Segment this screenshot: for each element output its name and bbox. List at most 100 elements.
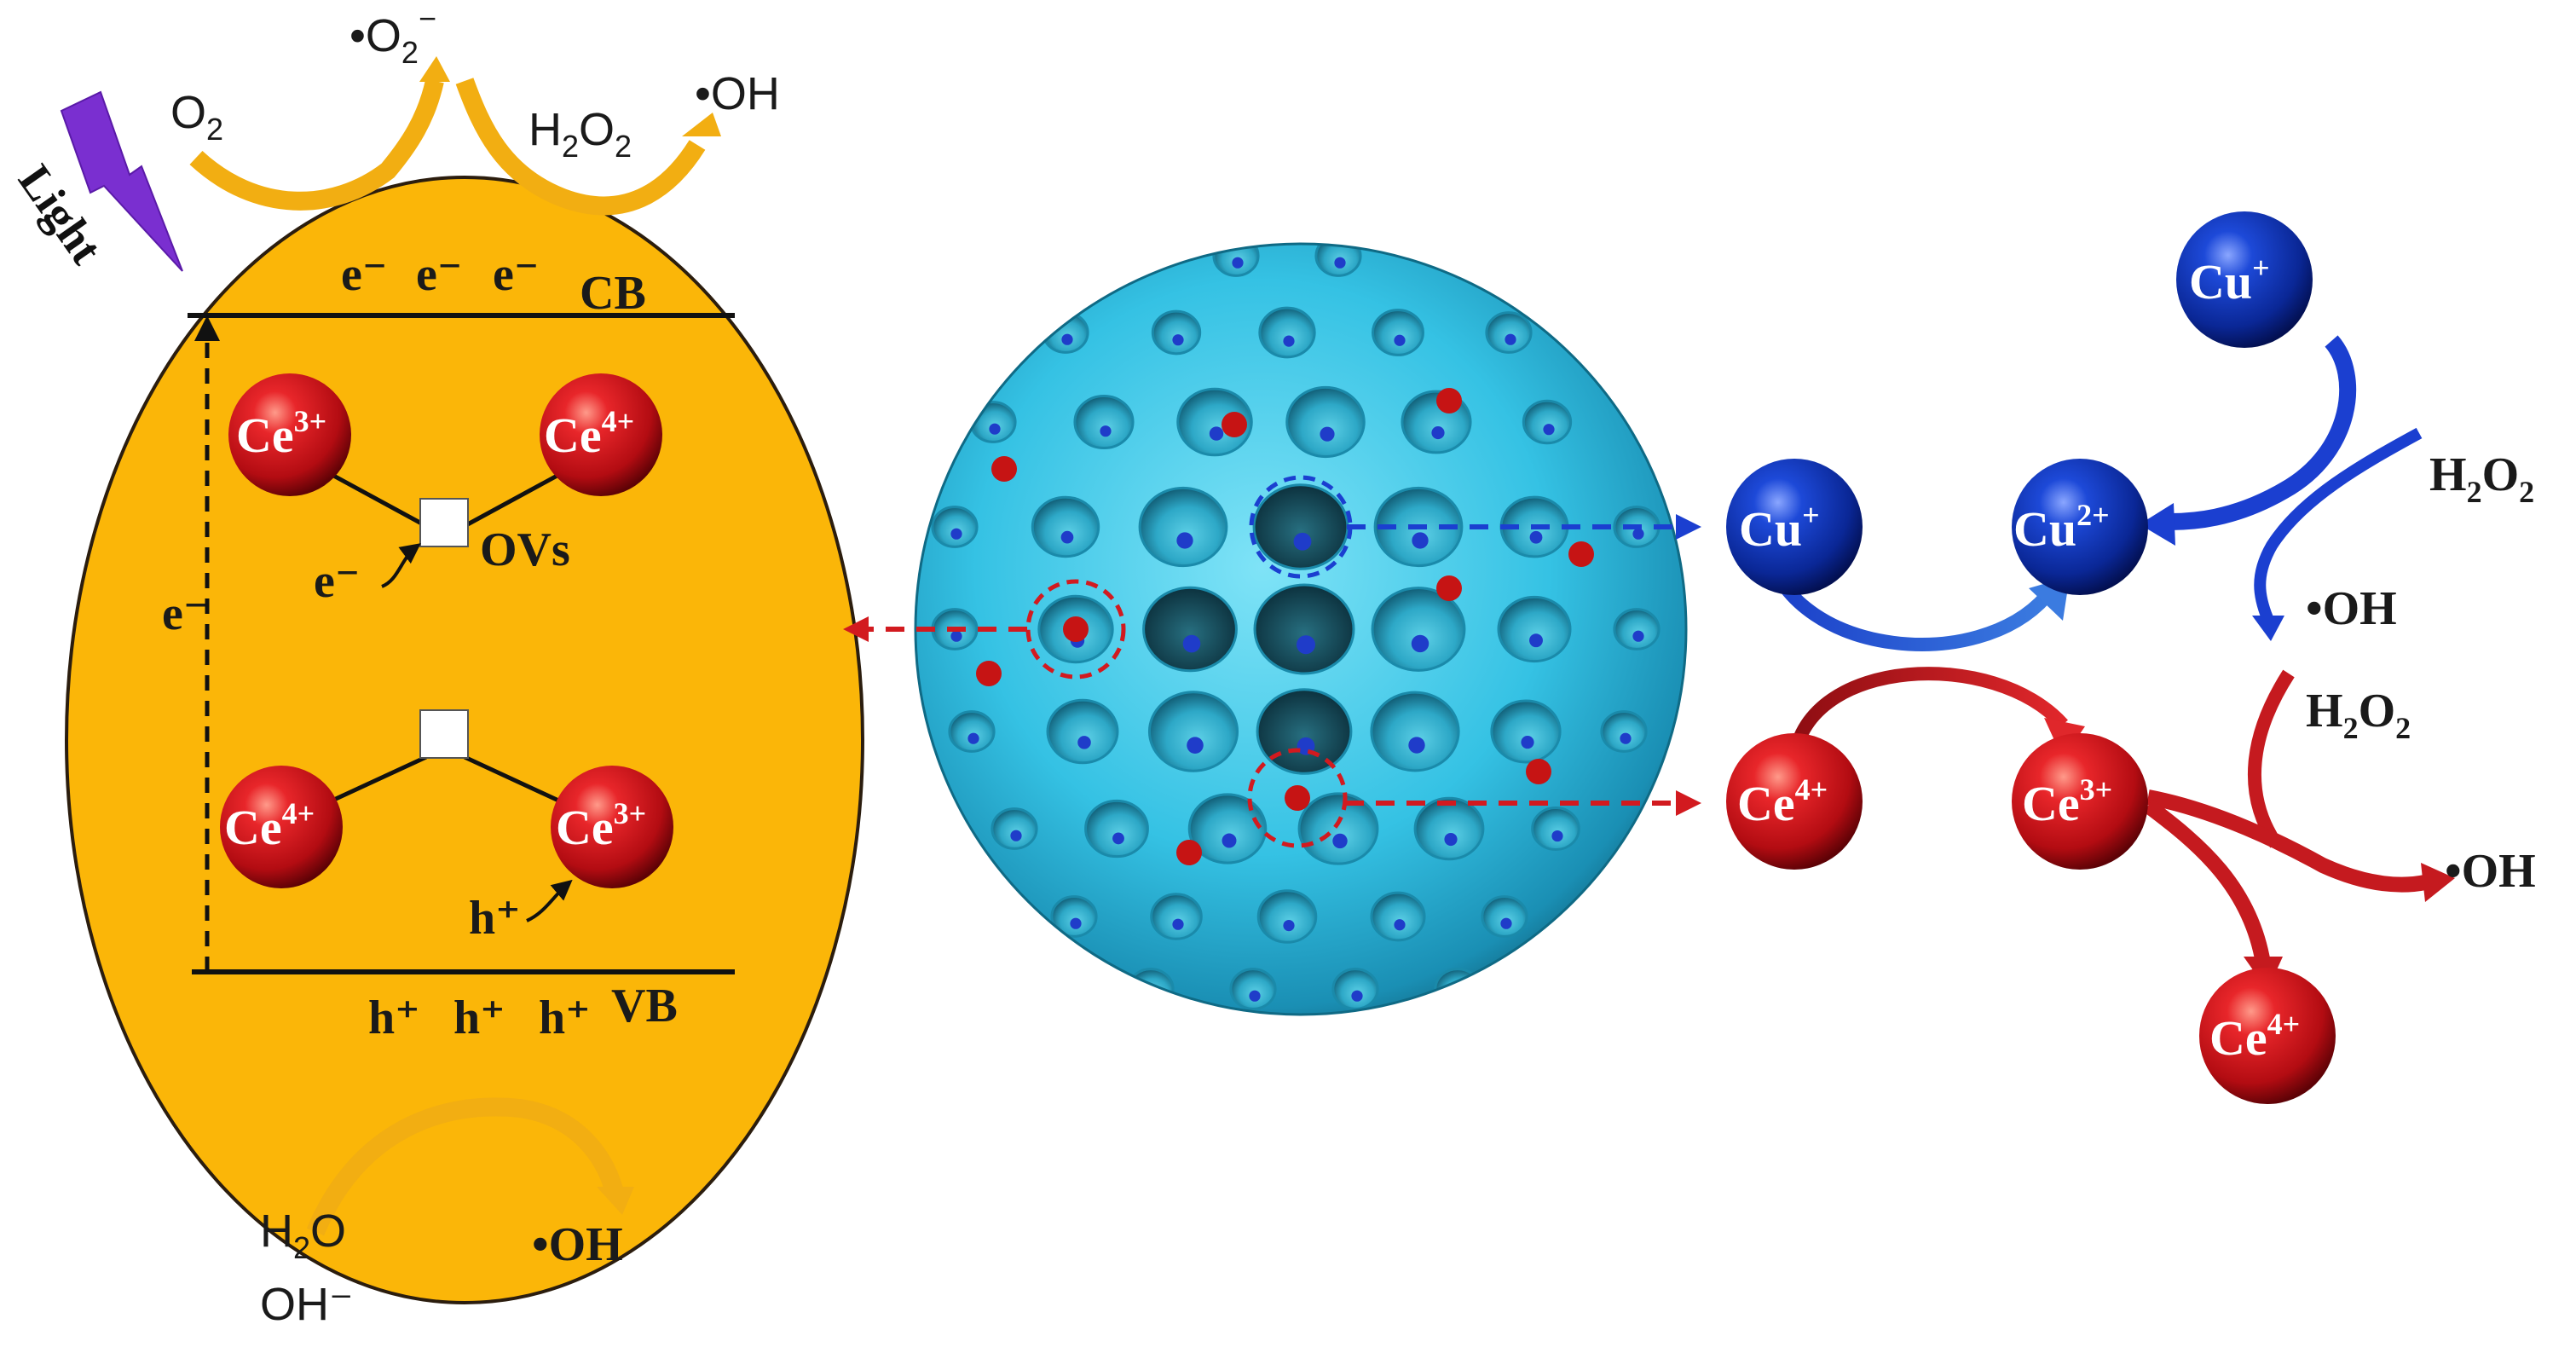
svg-text:Ce4+: Ce4+ <box>1737 772 1828 831</box>
hydroxide-label: OH⁻ <box>260 1279 354 1330</box>
redox-cycle: Cu+ Cu2+ Cu+ Ce4+ Ce3+ Ce4+ H2O2 •OH H2O… <box>1726 211 2536 1104</box>
oh-label-bottom: •OH <box>532 1218 623 1271</box>
cu-dopant-dot <box>1411 634 1430 653</box>
ion-ce4-upper-right: Ce4+ <box>540 373 662 496</box>
electron-trap-arrow <box>381 543 421 588</box>
ce-dopant-dot <box>1526 759 1551 784</box>
cu-dopant-dot <box>1453 990 1465 1002</box>
hole-trap-arrow <box>526 879 573 922</box>
ion-ce4-plus-bottom: Ce4+ <box>2199 968 2336 1104</box>
ovs-label: OVs <box>480 523 570 576</box>
ion-ce3-upper-left: Ce3+ <box>228 373 351 496</box>
reduction-arrow <box>189 78 444 211</box>
cu-dopant-dot <box>1408 737 1425 754</box>
pore <box>1297 792 1379 865</box>
cu-dopant-dot <box>1505 333 1516 345</box>
excitation-label: e⁻ <box>162 587 208 640</box>
pore <box>1285 385 1366 459</box>
svg-text:Ce3+: Ce3+ <box>556 796 646 855</box>
cu-dopant-dot <box>950 528 962 540</box>
pore <box>931 506 979 548</box>
reduction-arrowhead <box>419 56 450 82</box>
ion-ce4-plus-left: Ce4+ <box>1726 733 1863 870</box>
vb-hole: h⁺ <box>368 992 420 1044</box>
pore <box>1600 710 1648 753</box>
h2o2-to-oh-blue-arrowhead <box>2252 616 2284 641</box>
ion-ce3-lower-right: Ce3+ <box>551 766 673 888</box>
pore <box>1050 895 1098 938</box>
pore <box>1331 968 1379 1010</box>
ce-site-highlight-left <box>1025 579 1126 679</box>
cu-dopant-dot <box>1222 833 1237 848</box>
h2o2-arrowhead <box>682 113 721 136</box>
cu-dopant-dot <box>1249 990 1261 1002</box>
svg-text:Ce3+: Ce3+ <box>2022 772 2112 831</box>
pore <box>1485 311 1533 354</box>
svg-text:Ce4+: Ce4+ <box>2209 1007 2300 1066</box>
pore-array <box>931 244 1661 1010</box>
cu-dopant-dot <box>1172 918 1184 930</box>
pore <box>1046 698 1119 765</box>
ce-dopant-dot <box>1285 785 1310 811</box>
pore <box>1371 587 1466 672</box>
cb-label: CB <box>580 267 646 320</box>
oh-label-right: •OH <box>2445 845 2536 898</box>
pore <box>1413 796 1485 861</box>
cu-dopant-dot <box>1172 334 1184 346</box>
cu-dopant-dot <box>1010 830 1022 841</box>
pore <box>1084 799 1149 859</box>
h2o-label: H2O <box>260 1206 346 1265</box>
ce-dopant-dot <box>1436 575 1462 601</box>
svg-text:Cu2+: Cu2+ <box>2013 498 2110 557</box>
h2o2-label-upper: H2O2 <box>2429 448 2534 509</box>
ce-dopant-dot <box>1176 840 1202 865</box>
light-bolt-icon: Light <box>9 90 183 273</box>
o2-label: O2 <box>170 87 223 147</box>
pore <box>1151 309 1202 356</box>
pore <box>1147 691 1239 772</box>
ce-reduction-arrow <box>1788 667 2068 760</box>
vb-hole: h⁺ <box>539 992 591 1044</box>
pore <box>1613 608 1661 650</box>
cu-dopant-dot <box>1334 257 1346 269</box>
cu-dopant-dot <box>1146 990 1158 1002</box>
pore <box>1176 387 1253 457</box>
ce-dopant-dot <box>1568 541 1594 567</box>
cu-dopant-dot <box>1209 426 1224 441</box>
pore <box>1073 394 1135 450</box>
svg-text:Ce4+: Ce4+ <box>224 796 315 855</box>
oxygen-vacancy <box>419 709 469 759</box>
cu-top-arrow <box>2169 335 2357 530</box>
cb-electron: e⁻ <box>416 248 462 301</box>
h2o2-label-lower: H2O2 <box>2306 685 2411 745</box>
cu-dopant-dot <box>1431 425 1445 440</box>
cu-dopant-dot <box>1632 630 1644 642</box>
pore <box>1370 891 1426 942</box>
pore <box>1187 793 1268 864</box>
cu-dopant-dot <box>1182 634 1201 653</box>
cu-dopant-dot <box>1176 532 1193 549</box>
cu-dopant-dot <box>1293 532 1312 551</box>
svg-text:Cu+: Cu+ <box>1739 498 1820 557</box>
svg-text:Ce3+: Ce3+ <box>236 404 326 463</box>
cu-top-arrowhead <box>2140 503 2175 546</box>
cu-dopant-dot <box>1232 257 1244 269</box>
pore <box>948 710 996 753</box>
pore <box>1138 486 1228 568</box>
cu-dopant-dot <box>1283 335 1295 347</box>
cu-dopant-dot <box>1320 426 1335 442</box>
vb-hole: h⁺ <box>453 992 505 1044</box>
h2o2-to-oh-blue-arrow <box>2254 427 2423 621</box>
oxidation-arrowhead <box>597 1187 634 1215</box>
superoxide-label: •O2− <box>349 1 436 70</box>
h2o2-red-arrow <box>2247 669 2295 848</box>
cu-dopant-dot <box>1551 830 1563 842</box>
ce-dopant-dot <box>976 661 1002 686</box>
svg-text:Ce4+: Ce4+ <box>544 404 634 463</box>
ce-dopant-dot <box>1222 412 1247 437</box>
pore <box>1031 495 1100 558</box>
ce-site-highlight-lower <box>1247 748 1348 848</box>
cu-dopant-dot <box>967 732 979 744</box>
